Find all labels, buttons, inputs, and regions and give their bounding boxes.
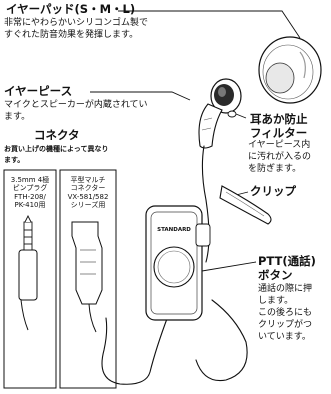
multi-connector-label-line-2: コネクター: [70, 184, 106, 193]
ear-pad-shape: [258, 36, 322, 104]
multi-connector-label-line-3: VX-581/582: [67, 192, 109, 201]
multi-connector-shape: [71, 221, 103, 333]
plug-box-right: [59, 169, 117, 389]
ear-piece-desc-line-1: マイクとスピーカーが内蔵されてい: [4, 100, 148, 110]
earwax-filter-shape: [227, 110, 237, 118]
connector-desc-line-2: ます。: [4, 156, 25, 164]
earwax-filter-title-line-2: フィルター: [250, 126, 308, 140]
clip-title: クリップ: [250, 184, 296, 198]
ptt-desc-line-5: いています。: [258, 332, 311, 342]
pin-plug-shape: [18, 214, 38, 331]
pin-plug-label-line-1: 3.5mm 4極: [10, 176, 50, 184]
earwax-filter-desc-line-1: イヤーピース内: [248, 140, 311, 150]
ear-pad-leader: [118, 10, 301, 39]
multi-connector-label: 平型マルチ コネクター VX-581/582 シリーズ用: [64, 176, 112, 210]
clip-shape: [219, 185, 272, 225]
cable-to-connector: [101, 315, 169, 385]
ptt-desc-line-3: この後ろにも: [258, 308, 313, 318]
ptt-leader: [195, 261, 257, 273]
earwax-filter-desc-line-3: を防ぎます。: [248, 164, 302, 174]
ptt-desc-line-4: クリップがつ: [258, 320, 313, 330]
brand-label: STANDARD: [157, 227, 191, 233]
ptt-title-line-2: ボタン: [258, 268, 293, 282]
pin-plug-label-line-2: ピンプラグ: [12, 184, 48, 193]
connector-title: コネクタ: [34, 128, 80, 142]
cable-right-loop: [195, 299, 248, 382]
connector-desc-line-1: お買い上げの機種によって異なり: [4, 145, 109, 153]
multi-connector-label-line-1: 平型マルチ: [70, 176, 106, 184]
earwax-filter-desc-line-2: に汚れが入るの: [248, 152, 312, 162]
ptt-button: [153, 246, 195, 288]
ear-pad-desc-line-1: 非常にやわらかいシリコンゴム製で: [4, 18, 149, 28]
ptt-desc-line-2: します。: [258, 296, 294, 306]
pin-plug-label: 3.5mm 4極 ピンプラグ FTH-208/ PK-410用: [6, 176, 54, 210]
ptt-box-shape: STANDARD: [145, 205, 211, 321]
multi-connector-label-line-4: シリーズ用: [70, 201, 106, 210]
cable-upper: [201, 145, 210, 263]
ear-piece-shape: [198, 78, 242, 149]
ear-pad-desc-line-2: すぐれた防音効果を発揮します。: [4, 30, 139, 40]
ear-piece-leader: [90, 91, 191, 101]
ptt-desc-line-1: 通話の際に押: [258, 284, 313, 294]
plug-box-left: [3, 169, 57, 389]
earwax-filter-leader: [235, 113, 247, 119]
pin-plug-label-line-4: PK-410用: [14, 201, 46, 210]
earwax-filter-title-line-1: 耳あか防止: [250, 112, 308, 126]
pin-plug-label-line-3: FTH-208/: [14, 192, 46, 201]
ptt-title-line-1: PTT(通話): [258, 254, 316, 268]
ear-pad-title: イヤーパッド(S・M・L): [6, 2, 136, 16]
connector-area: [3, 169, 117, 389]
ear-piece-title: イヤーピース: [4, 84, 73, 98]
ear-piece-desc-line-2: ます。: [4, 112, 31, 122]
